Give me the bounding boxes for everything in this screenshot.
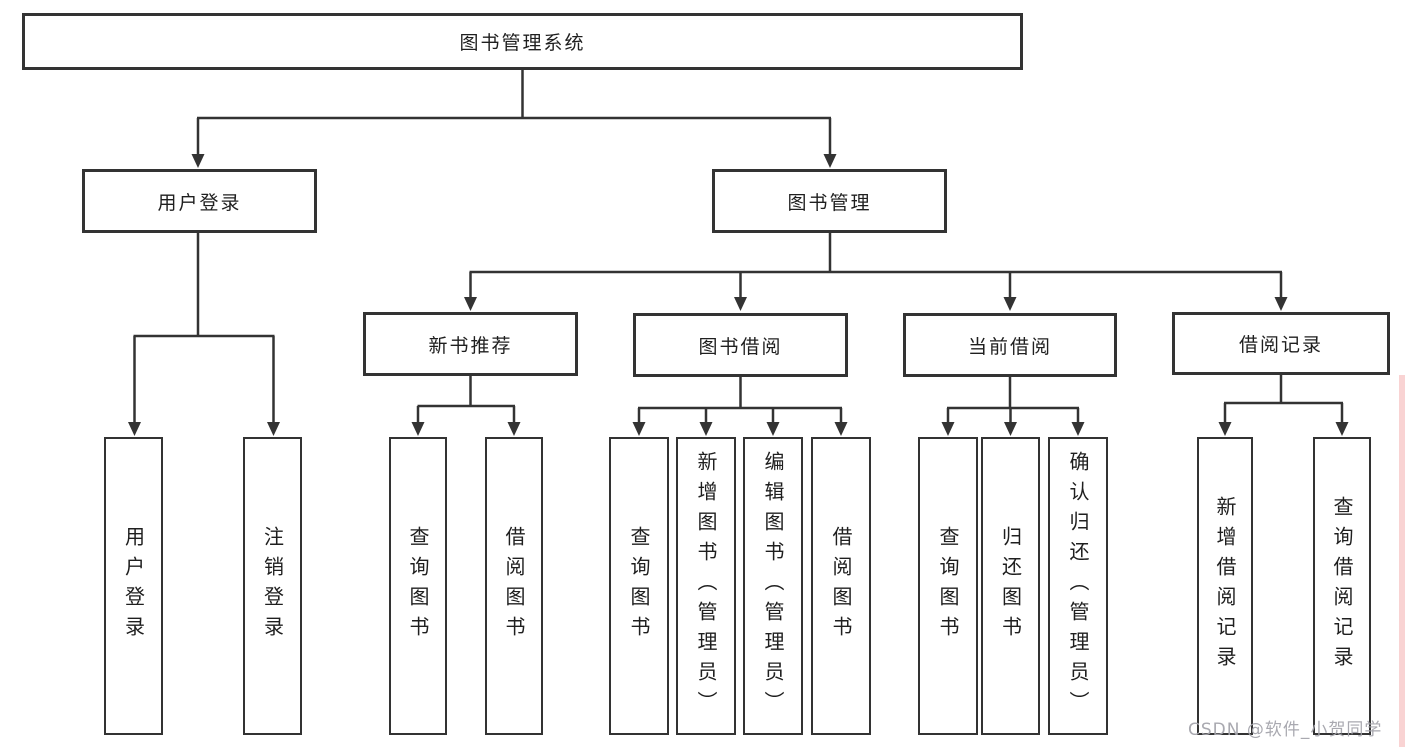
leaf-label: 新增借阅记录 [1213,496,1237,676]
node-label: 用户登录 [157,191,242,214]
leaf-label: 借阅图书 [502,526,526,646]
node-label: 图书借阅 [698,335,783,358]
leaf-label: 编辑图书（管理员） [761,451,785,721]
node-label: 图书管理 [787,191,872,214]
leaf-user-login: 用户登录 [104,437,163,735]
node-book-management: 图书管理 [712,169,947,233]
leaf-label: 注销登录 [260,526,285,646]
leaf-query-books-recommend: 查询图书 [389,437,447,735]
leaf-borrow-books-recommend: 借阅图书 [485,437,543,735]
leaf-label: 借阅图书 [829,526,853,646]
leaf-edit-books-admin: 编辑图书（管理员） [743,437,803,735]
leaf-label: 用户登录 [121,526,146,646]
leaf-confirm-return-admin: 确认归还（管理员） [1048,437,1108,735]
leaf-query-borrow-record: 查询借阅记录 [1313,437,1371,735]
node-user-login: 用户登录 [82,169,317,233]
node-label: 新书推荐 [428,334,513,357]
leaf-borrow-books: 借阅图书 [811,437,871,735]
leaf-label: 归还图书 [998,526,1023,646]
leaf-label: 查询图书 [936,526,960,646]
node-label: 当前借阅 [967,335,1052,358]
leaf-query-books-current: 查询图书 [918,437,978,735]
node-book-borrowing: 图书借阅 [633,313,848,377]
node-borrowing-records: 借阅记录 [1172,312,1390,375]
leaf-label: 查询借阅记录 [1330,496,1354,676]
leaf-query-books-borrowing: 查询图书 [609,437,669,735]
node-system-root: 图书管理系统 [22,13,1023,70]
node-label: 图书管理系统 [459,32,586,54]
arrowheads [128,154,1349,436]
leaf-label: 查询图书 [406,526,430,646]
leaf-logout: 注销登录 [243,437,302,735]
leaf-return-books: 归还图书 [981,437,1040,735]
csdn-watermark: CSDN @软件_小贺同学 [1188,720,1383,740]
node-current-borrowing: 当前借阅 [903,313,1117,377]
leaf-label: 新增图书（管理员） [694,451,718,721]
right-edge-tint [1399,375,1405,747]
leaf-add-books-admin: 新增图书（管理员） [676,437,736,735]
node-label: 借阅记录 [1238,334,1323,356]
leaf-label: 确认归还（管理员） [1066,451,1090,721]
leaf-label: 查询图书 [627,526,651,646]
leaf-add-borrow-record: 新增借阅记录 [1197,437,1253,735]
node-new-book-recommendation: 新书推荐 [363,312,578,376]
